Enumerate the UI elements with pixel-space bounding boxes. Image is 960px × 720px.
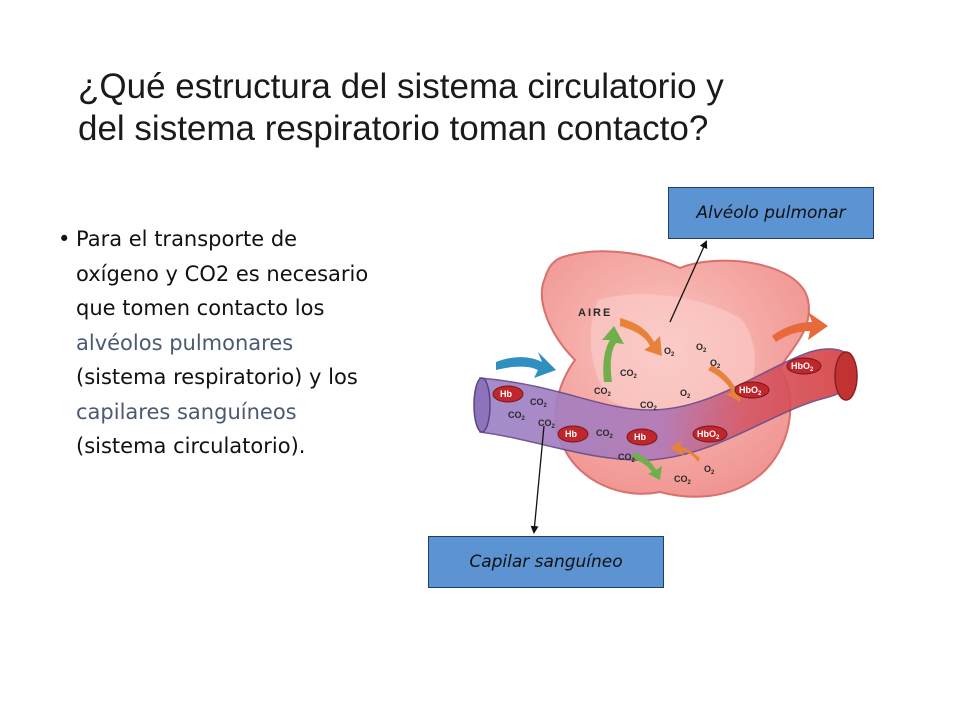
bullet-text-line: (sistema circulatorio). <box>76 434 306 458</box>
red-blood-cell-hbo2: HbO2 <box>786 357 822 375</box>
o2-label: O2 <box>696 342 707 354</box>
o2-label: O2 <box>664 346 675 358</box>
red-blood-cell-hb: Hb <box>626 428 658 446</box>
svg-text:HbO2: HbO2 <box>739 385 762 397</box>
co2-label: CO2 <box>596 428 614 440</box>
svg-text:Hb: Hb <box>500 389 512 399</box>
o2-arrow-right <box>708 365 742 402</box>
svg-text:O2: O2 <box>710 358 721 370</box>
o2-label: O2 <box>710 358 721 370</box>
air-label: AIRE <box>578 307 612 319</box>
svg-text:O2: O2 <box>680 388 691 400</box>
svg-text:CO2: CO2 <box>640 400 658 412</box>
svg-text:Hb: Hb <box>634 432 646 442</box>
alveolo-pulmonar-callout: Alvéolo pulmonar <box>668 187 874 239</box>
co2-arrow-up <box>602 326 624 382</box>
vessel-open-end <box>834 351 858 401</box>
svg-text:O2: O2 <box>696 342 707 354</box>
svg-text:CO2: CO2 <box>538 418 556 430</box>
svg-text:CO2: CO2 <box>508 410 526 422</box>
callout-text: Alvéolo pulmonar <box>696 203 846 223</box>
svg-text:CO2: CO2 <box>530 397 548 409</box>
co2-label: CO2 <box>620 368 638 380</box>
co2-label: CO2 <box>594 386 612 398</box>
bullet-text-line: que tomen contacto los <box>76 296 325 320</box>
capilar-sanguineo-callout: Capilar sanguíneo <box>428 536 664 588</box>
svg-text:CO2: CO2 <box>620 368 638 380</box>
co2-label: CO2 <box>508 410 526 422</box>
red-blood-cell-hb: Hb <box>492 385 524 403</box>
capilar-pointer-line <box>530 425 545 534</box>
o2-arrow-left <box>670 440 700 462</box>
bullet-text-highlight: capilares sanguíneos <box>76 399 297 424</box>
red-blood-cell-hbo2: HbO2 <box>692 425 728 443</box>
bullet-text-highlight: alvéolos pulmonares <box>76 330 294 355</box>
svg-text:HbO2: HbO2 <box>697 429 720 441</box>
co2-label: CO2 <box>674 474 692 486</box>
co2-arrow-bottom <box>632 452 662 480</box>
bullet-text-line: (sistema respiratorio) y los <box>76 365 358 389</box>
co2-label: CO2 <box>530 397 548 409</box>
o2-label: O2 <box>680 388 691 400</box>
slide-title-line: ¿Qué estructura del sistema circulatorio… <box>78 67 724 106</box>
svg-text:CO2: CO2 <box>596 428 614 440</box>
o2-arrow-down <box>620 318 662 356</box>
red-blood-cell-hb: Hb <box>557 425 589 443</box>
bullet-text-line: Para el transporte de <box>76 227 298 251</box>
svg-text:O2: O2 <box>704 464 715 476</box>
callout-text: Capilar sanguíneo <box>469 552 623 572</box>
red-blood-cell-hbo2: HbO2 <box>734 381 770 399</box>
bullet-list: Para el transporte de oxígeno y CO2 es n… <box>58 222 438 464</box>
svg-text:O2: O2 <box>664 346 675 358</box>
svg-text:CO2: CO2 <box>618 452 636 464</box>
bullet-text-line: oxígeno y CO2 es necesario <box>76 261 369 286</box>
svg-text:CO2: CO2 <box>674 474 692 486</box>
svg-text:HbO2: HbO2 <box>791 361 814 373</box>
blood-outflow-arrow <box>772 312 828 342</box>
blood-inflow-arrow <box>496 352 556 378</box>
bullet-item: Para el transporte de oxígeno y CO2 es n… <box>58 222 438 464</box>
svg-text:CO2: CO2 <box>594 386 612 398</box>
svg-text:Hb: Hb <box>565 429 577 439</box>
slide-title-line: del sistema respiratorio toman contacto? <box>78 109 709 148</box>
vessel-closed-end <box>473 377 491 433</box>
co2-label: CO2 <box>618 452 636 464</box>
co2-label: CO2 <box>640 400 658 412</box>
alveolo-pointer-line <box>669 240 708 323</box>
o2-label: O2 <box>704 464 715 476</box>
co2-label: CO2 <box>538 418 556 430</box>
slide-title: ¿Qué estructura del sistema circulatorio… <box>78 66 938 150</box>
